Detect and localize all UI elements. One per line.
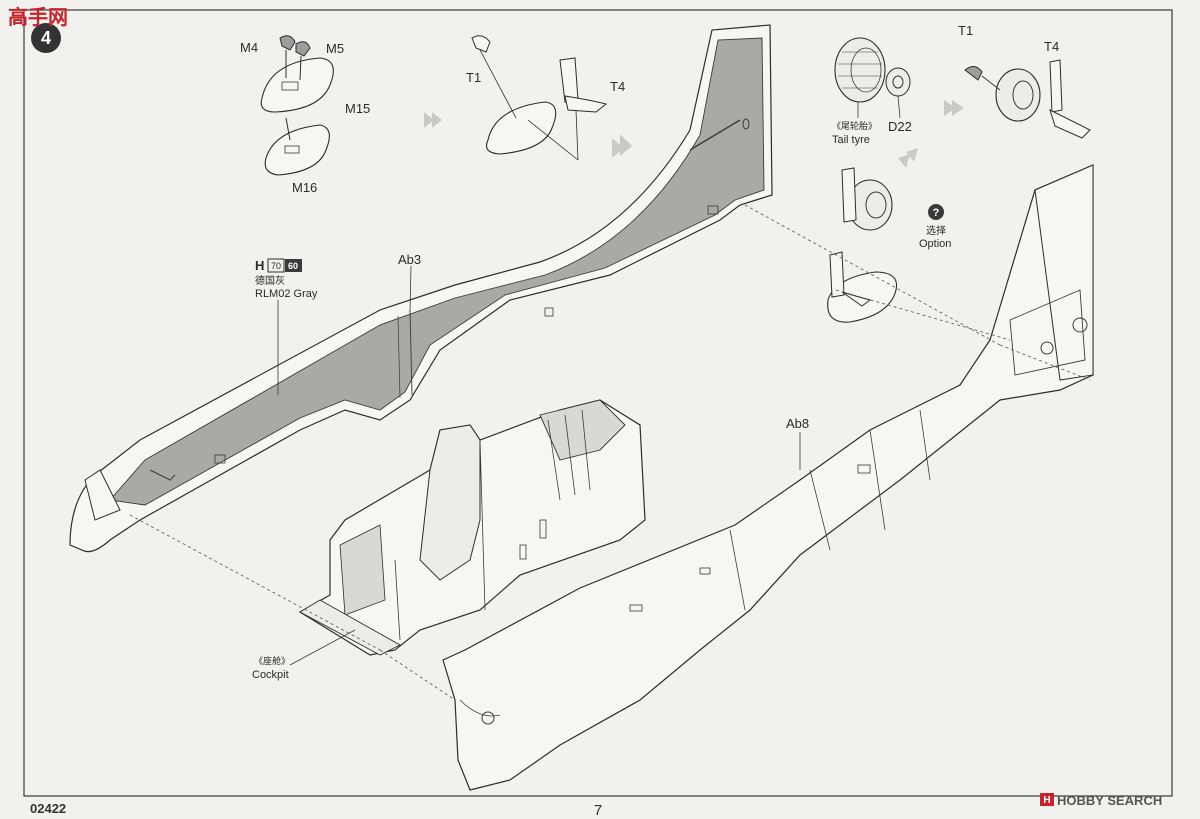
label-m16: M16 [292, 180, 317, 195]
label-d22: D22 [888, 119, 912, 134]
cockpit-label-cn: 《座舱》 [254, 655, 290, 667]
paint-code-b-box [285, 259, 302, 272]
paint-name-cn: 德国灰 [255, 274, 285, 287]
label-m5: M5 [326, 41, 344, 56]
label-t1-left: T1 [466, 70, 481, 85]
part-m4-m5 [279, 35, 311, 141]
watermark-logo: 高手网 [8, 5, 68, 29]
tail-tyre-label-en: Tail tyre [832, 134, 870, 146]
part-tailwheel-door-left [471, 35, 608, 161]
label-t4-right: T4 [1044, 39, 1059, 54]
paint-code-a: 70 [271, 261, 281, 271]
tail-tyre-label-cn: 《尾轮胎》 [832, 120, 877, 132]
left-fuselage-half [69, 24, 773, 553]
hobby-search-logo: H HOBBY SEARCH [1040, 793, 1162, 808]
label-m15: M15 [345, 101, 370, 116]
paint-callout: H 70 60 德国灰 RLM02 Gray [255, 258, 318, 300]
part-d22-hub [885, 67, 911, 97]
brand-name: HOBBY SEARCH [1057, 793, 1162, 808]
label-leaders [277, 95, 901, 666]
page-number: 7 [594, 802, 602, 819]
paint-code-a-box [267, 258, 285, 273]
cockpit-assembly [298, 399, 646, 656]
option-label-cn: 选择 [926, 224, 946, 237]
step-number: 4 [41, 28, 51, 48]
cockpit-label-en: Cockpit [252, 669, 289, 681]
kit-number: 02422 [30, 801, 66, 816]
label-t4-left: T4 [610, 79, 625, 94]
part-m16 [264, 124, 330, 176]
label-t1-right: T1 [958, 23, 973, 38]
paint-name-en: RLM02 Gray [255, 288, 318, 300]
right-fuselage-half [442, 164, 1094, 791]
label-ab8: Ab8 [786, 416, 809, 431]
page-frame [23, 9, 1173, 797]
label-m4: M4 [240, 40, 258, 55]
brand-mark: H [1043, 795, 1050, 806]
step-badge: 4 [31, 23, 61, 53]
arrow-chevrons-1 [424, 100, 964, 168]
tailwheel-assembly-right [964, 59, 1091, 139]
part-m15 [260, 57, 334, 113]
paint-code-letter: H [255, 258, 264, 273]
guide-lines [129, 204, 1091, 701]
option-badge [928, 204, 944, 220]
label-ab3: Ab3 [398, 252, 421, 267]
option-label-en: Option [919, 238, 951, 250]
paint-code-b: 60 [288, 261, 298, 271]
tailwheel-option-assembly [827, 167, 898, 323]
tail-tyre [834, 37, 886, 103]
option-mark: ? [933, 207, 940, 219]
